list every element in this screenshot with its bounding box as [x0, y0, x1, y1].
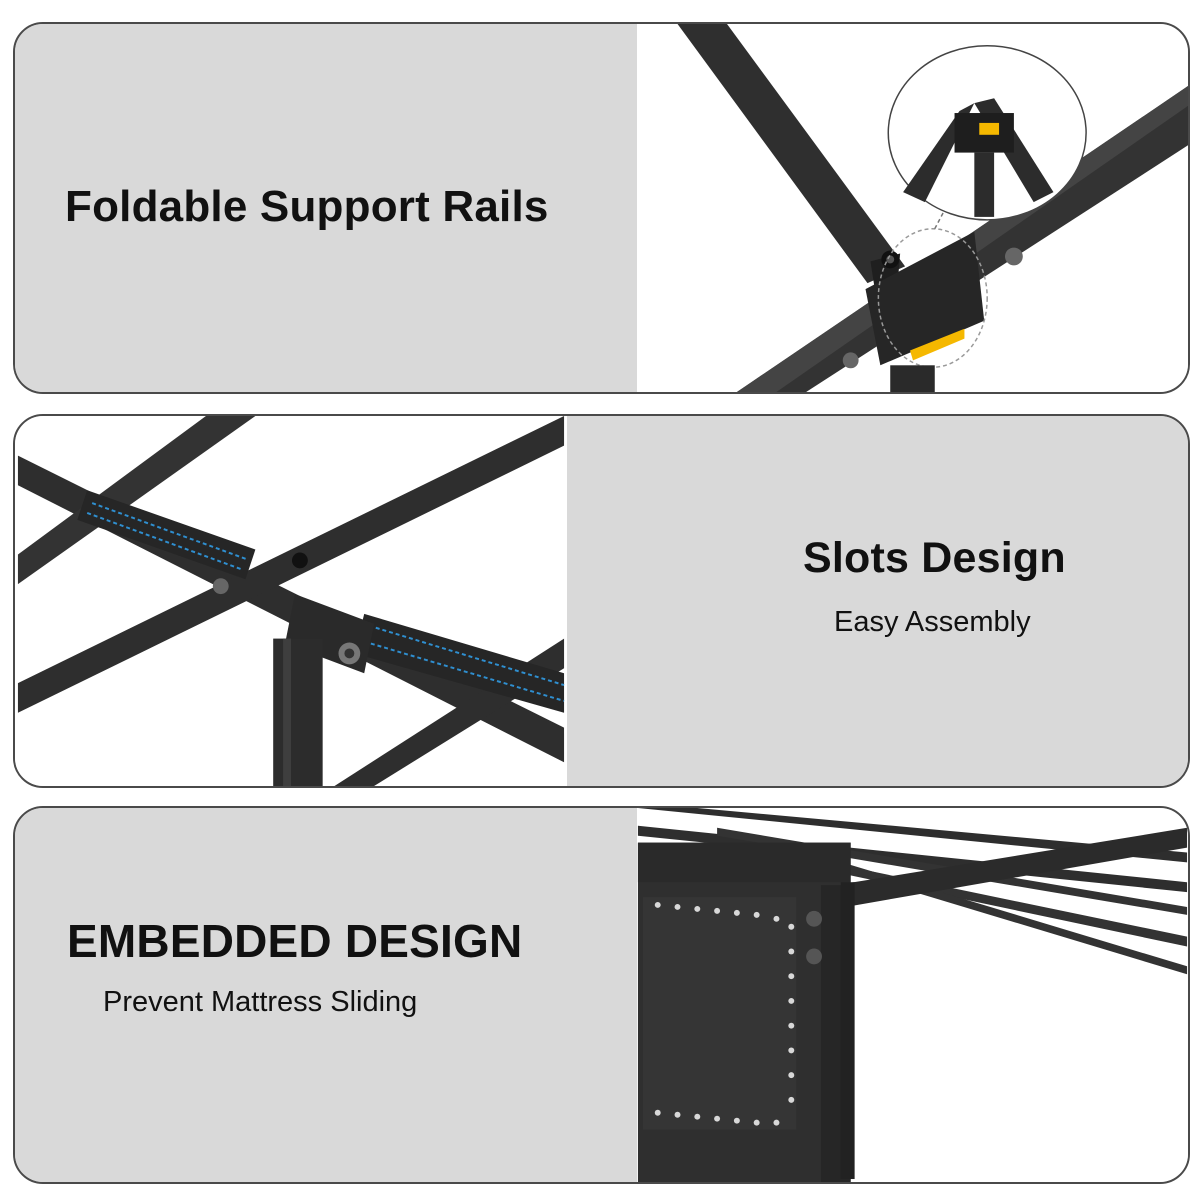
feature-panel-foldable: Foldable Support Rails [13, 22, 1190, 394]
feature-subtitle: Prevent Mattress Sliding [103, 986, 418, 1018]
nailhead-studs [654, 901, 795, 1126]
text-area: Slots Design Easy Assembly [567, 416, 1188, 786]
headboard-illustration [637, 808, 1188, 1182]
feature-subtitle: Easy Assembly [834, 606, 1031, 638]
folding-rail-illustration [677, 24, 1188, 392]
product-photo-slots [15, 416, 567, 786]
slot-joint-illustration [17, 416, 565, 786]
text-area: Foldable Support Rails [15, 24, 637, 392]
feature-title: Slots Design [803, 534, 1066, 582]
feature-title: EMBEDDED DESIGN [67, 915, 523, 967]
feature-panel-slots: Slots Design Easy Assembly [13, 414, 1190, 788]
text-area: EMBEDDED DESIGN Prevent Mattress Sliding [15, 808, 637, 1182]
product-photo-foldable-rails [637, 24, 1188, 392]
feature-title: Foldable Support Rails [65, 182, 549, 231]
product-photo-embedded-headboard [637, 808, 1188, 1182]
feature-panel-embedded: EMBEDDED DESIGN Prevent Mattress Sliding [13, 806, 1190, 1184]
